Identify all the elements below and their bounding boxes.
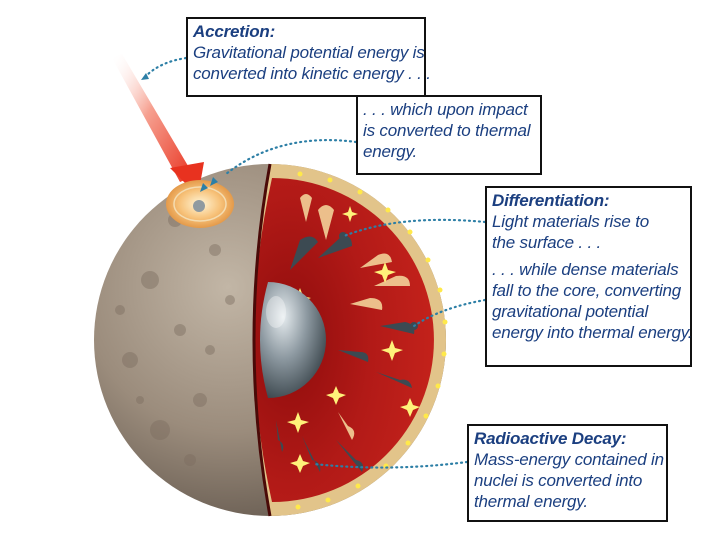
light-material-plumes: [300, 194, 410, 440]
impact-line-2: is converted to thermal: [363, 121, 531, 140]
differentiation-line-1: Light materials rise to: [492, 212, 649, 231]
core-highlight: [266, 296, 286, 328]
accretion-title: Accretion:: [193, 22, 276, 41]
surface-craters: [115, 213, 235, 466]
differentiation-line-2: the surface . . .: [492, 233, 602, 252]
accretion-line-2: converted into kinetic energy . . .: [193, 64, 431, 83]
radioactive-decay-callout: Radioactive Decay: Mass-energy contained…: [467, 424, 668, 522]
crust-heat-stars: [295, 171, 448, 510]
differentiation-line-6: energy into thermal energy.: [492, 323, 693, 342]
meteor-trail: [112, 54, 194, 182]
leader-arrowheads: [141, 73, 218, 192]
differentiation-line-3: . . . while dense materials: [492, 260, 679, 279]
impactor: [193, 200, 205, 212]
impact-line-3: energy.: [363, 142, 418, 161]
radioactive-decay-line-3: thermal energy.: [474, 492, 588, 511]
cut-edge: [252, 163, 272, 517]
leader-lines: [144, 56, 487, 469]
impact-callout: . . . which upon impact is converted to …: [356, 95, 542, 175]
radioactive-decay-title: Radioactive Decay:: [474, 429, 627, 448]
differentiation-line-4: fall to the core, converting: [492, 281, 682, 300]
accretion-line-1: Gravitational potential energy is: [193, 43, 425, 62]
differentiation-callout: Differentiation: Light materials rise to…: [485, 186, 692, 367]
radioactive-decay-line-1: Mass-energy contained in: [474, 450, 664, 469]
differentiation-title: Differentiation:: [492, 191, 610, 210]
impact-line-1: . . . which upon impact: [363, 100, 528, 119]
dense-material-drops: [276, 232, 418, 472]
core: [260, 282, 326, 398]
differentiation-line-5: gravitational potential: [492, 302, 649, 321]
accretion-callout: Accretion: Gravitational potential energ…: [186, 17, 431, 97]
radioactive-decay-line-2: nuclei is converted into: [474, 471, 643, 490]
